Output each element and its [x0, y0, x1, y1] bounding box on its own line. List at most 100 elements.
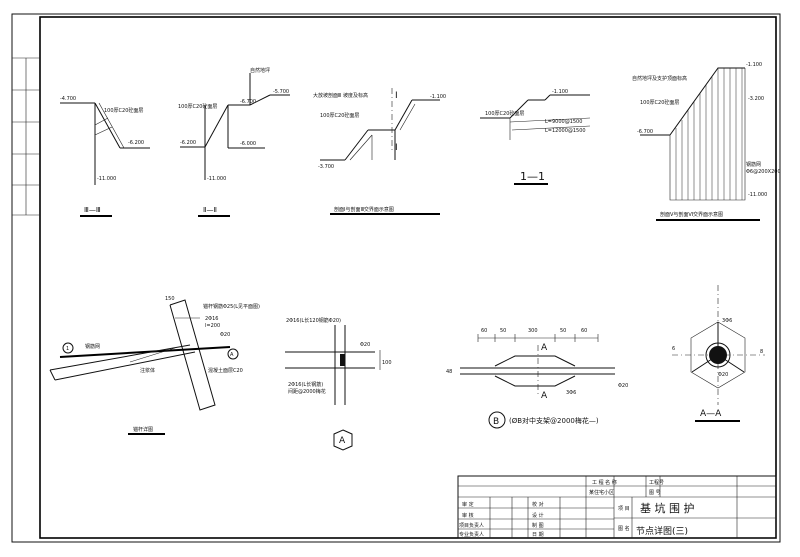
s3-note1: 大放坡剖面Ⅲ 坡度及标高 — [313, 92, 368, 99]
tb-label-project: 项 目 — [618, 506, 630, 512]
s4-note2: L=9000@1500 — [545, 119, 582, 125]
detailB-dim-1: 60 — [481, 328, 487, 334]
s5-note4: Φ6@200X200 — [746, 169, 781, 175]
detailB-caption-note: (ØB对中支架@2000梅花—) — [509, 416, 599, 425]
s2-note: 100厚C20砼面层 — [178, 103, 217, 110]
aa-note1: 3Φ6 — [722, 318, 732, 324]
section-1-1: -1.100 100厚C20砼面层 L=9000@1500 L=12000@15… — [480, 89, 591, 185]
s2-elev-low: -6.000 — [240, 141, 256, 147]
s2-caption: Ⅱ—Ⅱ — [203, 206, 217, 214]
detail-a: 2Φ16(L长120钢筋Φ20) Φ20 2Φ16(L长钢筋) 间距@2000梅… — [285, 317, 392, 451]
tb-project-label: 工 程 名 称 — [592, 479, 617, 486]
anchor-circle-right-label: A — [230, 352, 234, 358]
detailA-note2: Φ20 — [360, 342, 370, 348]
s5-elev-mid: -3.200 — [748, 96, 764, 102]
binding-strip — [12, 57, 40, 216]
aa-caption: A—A — [700, 409, 722, 419]
s2-elev-right: -5.700 — [273, 89, 289, 95]
anchor-circle-left — [62, 342, 74, 354]
detail-b: 60 50 300 50 60 A A 48 3Φ6 Φ20 B (ØB对中支架… — [446, 328, 628, 429]
s5-note1: 自然地坪及支护顶面标高 — [632, 75, 687, 82]
s1-elev-mid: -6.200 — [128, 140, 144, 146]
s3-caption: 剖面Ⅰ与剖面Ⅲ交界面示意图 — [334, 206, 394, 213]
detailB-mark-bot: A — [541, 391, 548, 401]
s3-elev-bot: -3.700 — [318, 164, 334, 170]
anchor-note7: 混凝土面层C20 — [208, 367, 243, 374]
anchor-note4: Φ20 — [220, 332, 230, 338]
detailB-dim-left: 48 — [446, 369, 452, 375]
section-aa: 3Φ6 Φ20 6 8 A—A — [672, 285, 765, 422]
sheet-outer-border — [11, 13, 781, 543]
s4-elev-top: -1.100 — [552, 89, 568, 95]
detailB-dim-2: 50 — [500, 328, 506, 334]
s5-elev-bot: -11.000 — [748, 192, 767, 198]
anchor-note3: l=200 — [205, 323, 220, 329]
detailB-marker — [488, 411, 506, 429]
detailA-note4: 间距@2000梅花 — [288, 388, 326, 395]
tb-sig2-1: 校 对 — [532, 501, 544, 508]
s5-caption: 剖面Ⅴ与剖面Ⅵ交界面示意图 — [660, 211, 723, 218]
section-iii: -4.700 100厚C20砼面层 -6.200 -11.000 Ⅲ—Ⅲ — [60, 96, 150, 217]
detailB-note2: Φ20 — [618, 383, 628, 389]
detailA-dim: 100 — [382, 360, 392, 366]
detailA-note1: 2Φ16(L长120钢筋Φ20) — [286, 317, 341, 324]
s3-elev-top: -1.100 — [430, 94, 446, 100]
s5-hatch — [675, 68, 743, 200]
s3-mark-top: Ⅰ — [395, 91, 398, 101]
s4-note3: L=12000@1500 — [545, 128, 586, 134]
section-v-vi: -1.100 自然地坪及支护顶面标高 100厚C20砼面层 -3.200 -6.… — [632, 62, 781, 221]
detailA-marker — [333, 429, 353, 451]
tb-project-name: 某住宅小区 — [589, 489, 614, 496]
aa-mark-right: 8 — [760, 349, 763, 355]
anchor-detail: 1 A 150 锚杆钢筋Φ25(L见平面图) 2Φ16 l=200 Φ20 注浆… — [49, 296, 260, 435]
s2-elev-bot: -11.000 — [207, 176, 226, 182]
detailB-note1: 3Φ6 — [566, 390, 576, 396]
tb-sig2-3: 制 图 — [532, 522, 544, 529]
s5-elev-top: -1.100 — [746, 62, 762, 68]
section-i-iii: Ⅰ Ⅰ -1.100 大放坡剖面Ⅲ 坡度及标高 100厚C20砼面层 -3.70… — [313, 88, 446, 215]
tb-sig-3: 项目负责人 — [459, 522, 484, 529]
tb-sig2-2: 设 计 — [532, 512, 544, 519]
s3-mark-bot: Ⅰ — [395, 143, 398, 153]
tb-sig-2: 审 核 — [462, 512, 474, 519]
tb-sig-4: 专业负责人 — [459, 531, 484, 538]
section-ii: 自然地坪 -5.700 -6.700 100厚C20砼面层 -6.200 -6.… — [178, 67, 290, 217]
detailB-mark-top: A — [541, 343, 548, 353]
detailB-dim-3: 300 — [528, 328, 538, 334]
s1-caption: Ⅲ—Ⅲ — [84, 206, 101, 214]
s5-elev-left: -6.700 — [637, 129, 653, 135]
tb-project: 基 坑 围 护 — [640, 501, 695, 515]
s5-note2: 100厚C20砼面层 — [640, 99, 679, 106]
anchor-caption: 锚杆详图 — [133, 426, 153, 433]
tb-label-drawing: 图 名 — [618, 525, 630, 532]
detailB-dim-5: 60 — [581, 328, 587, 334]
title-block: 工 程 名 称 工程号 某住宅小区 图 号 项 目 基 坑 围 护 图 名 节点… — [457, 475, 777, 539]
detailB-caption: B — [493, 417, 499, 427]
tb-drawing-no-label: 图 号 — [649, 490, 661, 496]
aa-note2: Φ20 — [718, 372, 728, 378]
s2-elev-top: -6.700 — [240, 99, 256, 105]
tb-drawing: 节点详图(三) — [636, 525, 688, 537]
aa-bar-core — [709, 346, 727, 364]
detailA-note3: 2Φ16(L长钢筋) — [288, 381, 323, 388]
anchor-note2: 2Φ16 — [205, 316, 218, 322]
s1-note: 100厚C20砼面层 — [104, 107, 143, 114]
s1-elev-bot: -11.000 — [97, 176, 116, 182]
s2-elev-left: -6.200 — [180, 140, 196, 146]
sheet-inner-border — [39, 16, 777, 539]
anchor-note5: 注浆体 — [140, 367, 155, 374]
anchor-note1: 锚杆钢筋Φ25(L见平面图) — [203, 303, 260, 310]
s4-note1: 100厚C20砼面层 — [485, 110, 524, 117]
aa-mark-left: 6 — [672, 346, 675, 352]
anchor-circle-right — [227, 348, 239, 360]
tb-sig-1: 审 定 — [462, 501, 474, 508]
s3-note2: 100厚C20砼面层 — [320, 112, 359, 119]
anchor-note6: 钢筋网 — [85, 343, 100, 350]
tb-sig2-4: 日 期 — [532, 532, 544, 538]
tb-project-no-label: 工程号 — [649, 479, 664, 486]
s5-note3: 钢筋网 — [746, 161, 761, 168]
detailA-caption: A — [339, 436, 346, 446]
s1-elev-top: -4.700 — [60, 96, 76, 102]
s4-caption: 1—1 — [520, 170, 545, 183]
